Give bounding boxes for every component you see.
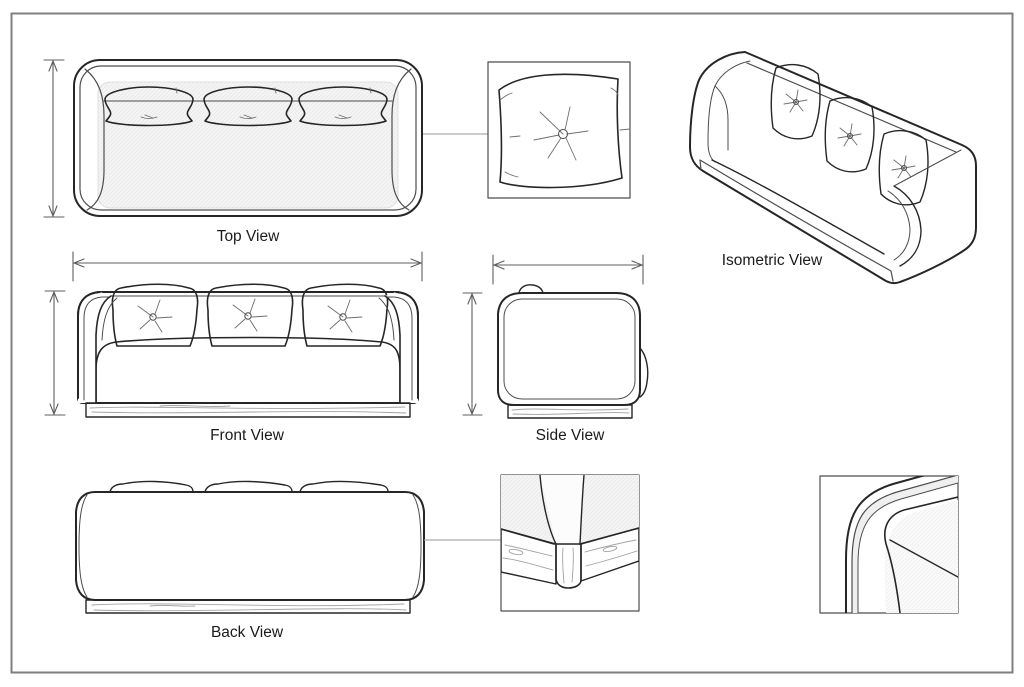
back-view-left-end-line bbox=[78, 494, 88, 598]
dimension-extension-line bbox=[462, 292, 483, 416]
top-view-arm-lines bbox=[84, 68, 412, 211]
front-view-arms bbox=[77, 291, 419, 404]
left-arm-piping bbox=[83, 296, 111, 401]
isometric-view: Isometric View bbox=[689, 51, 977, 285]
pillow-detail-box bbox=[487, 61, 631, 199]
top-view-height-dimension bbox=[43, 59, 65, 218]
side-view-label: Side View bbox=[536, 427, 605, 444]
side-view-depth-dimension bbox=[492, 254, 644, 285]
pillow-top bbox=[109, 480, 194, 493]
base-corner-detail-box bbox=[500, 474, 640, 612]
pillow-tuft bbox=[137, 298, 363, 333]
top-view-shell-inner-line bbox=[79, 65, 417, 211]
right-arm-roll-inner bbox=[378, 297, 395, 341]
pillow bbox=[770, 63, 821, 140]
side-view-height-dimension bbox=[462, 292, 483, 416]
arm-corner-outer-edge bbox=[845, 476, 926, 613]
side-view-pillow-nub bbox=[518, 284, 544, 294]
pillow bbox=[301, 283, 389, 347]
front-view-height-dimension bbox=[44, 290, 66, 416]
wood-base-left-face bbox=[501, 528, 557, 585]
arm-corner-detail-box bbox=[819, 475, 959, 614]
side-view-piping-line bbox=[503, 298, 636, 400]
front-view-sofa-body bbox=[77, 291, 419, 404]
left-arm-roll bbox=[95, 295, 112, 404]
front-view-seat-cushion bbox=[95, 336, 401, 404]
left-arm-inner-edge bbox=[84, 68, 105, 211]
front-view-width-dimension bbox=[72, 251, 423, 282]
right-arm-face bbox=[385, 292, 418, 403]
left-arm-face bbox=[78, 292, 111, 403]
pillow bbox=[298, 86, 388, 127]
left-arm-roll-inner bbox=[101, 297, 118, 341]
side-view: Side View bbox=[462, 254, 649, 444]
dimension-extension-line bbox=[72, 251, 423, 282]
side-view-base-plinth bbox=[507, 404, 633, 419]
top-view: Top View bbox=[43, 59, 423, 245]
top-view-pillows bbox=[104, 86, 388, 127]
pillow-top bbox=[204, 480, 293, 493]
corner-fabric-panel bbox=[540, 475, 584, 544]
pillow bbox=[104, 86, 194, 127]
isometric-view-label: Isometric View bbox=[722, 252, 823, 269]
pillow bbox=[203, 86, 293, 127]
wood-grain bbox=[502, 539, 638, 571]
isometric-pillows bbox=[770, 63, 929, 206]
right-arm-piping bbox=[385, 296, 413, 401]
isometric-right-arm bbox=[887, 149, 962, 267]
arrowhead-icon bbox=[49, 290, 59, 416]
isometric-sofa-silhouette bbox=[689, 51, 977, 285]
pillow-tuft bbox=[783, 89, 916, 179]
corner-leg-block bbox=[555, 543, 582, 589]
front-view: Front View bbox=[44, 251, 423, 444]
dimension-extension-line bbox=[44, 290, 66, 416]
arm-panel-diagonal-edge bbox=[889, 539, 958, 578]
dimension-extension-line bbox=[43, 59, 65, 218]
back-view-pillow-tops bbox=[109, 480, 389, 493]
top-view-seat-area bbox=[97, 81, 399, 209]
back-view: Back View bbox=[75, 480, 425, 641]
pillow-top bbox=[299, 480, 389, 493]
pillow bbox=[111, 283, 199, 347]
pillow-tuft bbox=[533, 106, 589, 161]
right-arm-outline bbox=[395, 291, 419, 399]
arrowhead-icon bbox=[72, 258, 423, 268]
back-view-base-plinth bbox=[85, 599, 411, 614]
top-view-label: Top View bbox=[217, 228, 280, 245]
arm-corner-piping-line bbox=[857, 482, 958, 613]
arm-corner-parallel-line bbox=[851, 476, 957, 613]
pillow bbox=[206, 283, 294, 347]
wood-grain bbox=[89, 404, 407, 414]
pillow-crease-lines bbox=[140, 87, 372, 119]
wood-grain bbox=[91, 603, 407, 612]
dimension-extension-line bbox=[492, 254, 644, 285]
wood-grain bbox=[562, 547, 574, 584]
arm-corner-inner-roll bbox=[884, 496, 958, 613]
pillow bbox=[824, 96, 875, 173]
back-view-label: Back View bbox=[211, 624, 284, 641]
pillow bbox=[878, 129, 929, 206]
wood-base-band bbox=[501, 527, 639, 589]
isometric-base-lines bbox=[699, 159, 894, 282]
pillow-detail-drawing bbox=[498, 73, 623, 189]
arrowhead-icon bbox=[48, 59, 58, 218]
wood-grain bbox=[511, 408, 630, 415]
pillow-detail-crease-lines bbox=[499, 87, 631, 178]
right-arm-roll bbox=[384, 295, 401, 404]
left-arm-outline bbox=[77, 291, 101, 399]
isometric-seat-front-edge bbox=[711, 159, 885, 255]
fabric-seam-lines bbox=[539, 475, 585, 545]
right-arm-inner-edge bbox=[391, 68, 412, 211]
front-view-label: Front View bbox=[210, 427, 285, 444]
arrowhead-icon bbox=[492, 260, 644, 270]
front-view-base-plinth bbox=[85, 402, 411, 418]
arrowhead-icon bbox=[467, 292, 477, 416]
front-view-pillows bbox=[111, 283, 389, 347]
back-view-right-end-line bbox=[412, 494, 422, 598]
side-view-back-bulge bbox=[639, 347, 649, 398]
isometric-left-arm bbox=[707, 60, 751, 163]
